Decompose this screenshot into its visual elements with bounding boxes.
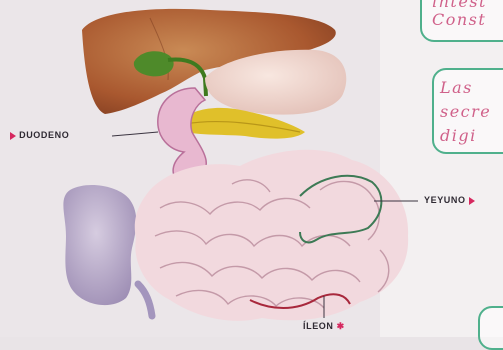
small-intestine — [135, 150, 408, 321]
note-card-middle-line2: secre — [440, 102, 491, 121]
note-card-top-line2: Const — [432, 10, 486, 29]
triangle-marker-icon — [10, 132, 16, 140]
label-yeyuno: YEYUNO — [424, 195, 475, 205]
label-ileon: ÍLEON ✱ — [303, 321, 345, 332]
triangle-marker-icon — [469, 197, 475, 205]
note-card-top: intest Const — [420, 0, 503, 42]
label-ileon-text: ÍLEON — [303, 321, 334, 331]
label-yeyuno-text: YEYUNO — [424, 195, 466, 205]
note-card-middle-line3: digi — [440, 126, 477, 145]
label-duodeno: DUODENO — [10, 130, 69, 140]
note-card-middle: Las secre digi — [432, 68, 503, 154]
note-card-middle-line1: Las — [440, 78, 473, 97]
digestive-system-illustration — [0, 0, 503, 337]
colon — [63, 185, 136, 305]
star-marker-icon: ✱ — [337, 321, 345, 331]
label-duodeno-text: DUODENO — [19, 130, 69, 140]
note-card-bottom — [478, 306, 503, 350]
